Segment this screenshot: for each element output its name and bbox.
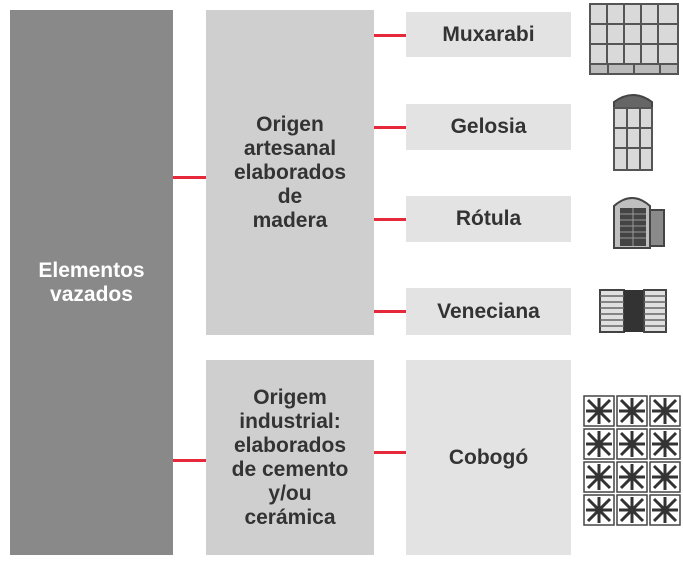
item-muxarabi: Muxarabi [406, 12, 571, 57]
connector-rotula [374, 218, 406, 221]
muxarabi-icon [589, 3, 679, 75]
item-veneciana-label: Veneciana [437, 299, 540, 323]
rotula-icon [613, 197, 665, 249]
gelosia-icon [613, 94, 653, 171]
connector-veneciana [374, 310, 406, 313]
connector-root-industrial [173, 459, 206, 462]
group-industrial-label: Origem industrial: elaborados de cemento… [231, 385, 349, 529]
item-rotula-label: Rótula [455, 207, 522, 230]
item-gelosia-label: Gelosia [450, 115, 527, 138]
connector-gelosia [374, 126, 406, 129]
item-muxarabi-label: Muxarabi [442, 22, 535, 46]
cobogo-icon [582, 394, 682, 526]
group-artesanal-label: Origen artesanal elaborados de madera [233, 112, 347, 232]
root-node-elementos-vazados: Elementos vazados [10, 10, 173, 555]
item-cobogo-label: Cobogó [448, 445, 529, 469]
connector-root-artesanal [173, 176, 206, 179]
connector-cobogo [374, 451, 406, 454]
item-rotula: Rótula [406, 196, 571, 242]
veneciana-icon [599, 289, 667, 333]
root-label: Elementos vazados [38, 258, 145, 306]
item-gelosia: Gelosia [406, 104, 571, 150]
group-origen-artesanal: Origen artesanal elaborados de madera [206, 10, 374, 335]
item-cobogo: Cobogó [406, 360, 571, 555]
group-origem-industrial: Origem industrial: elaborados de cemento… [206, 360, 374, 555]
connector-muxarabi [374, 34, 406, 37]
item-veneciana: Veneciana [406, 288, 571, 335]
